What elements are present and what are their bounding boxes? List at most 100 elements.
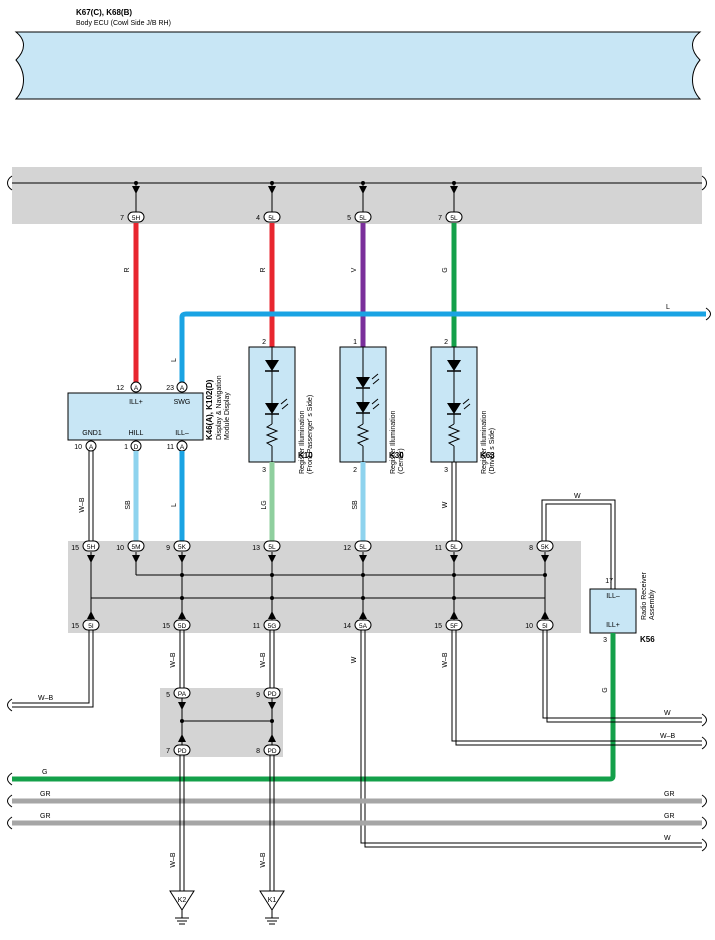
register-k63: 2 3 xyxy=(430,339,478,474)
svg-text:HILL: HILL xyxy=(129,430,144,437)
bus-terminal: 7 5L xyxy=(438,211,463,223)
junction-terminal: 10 5I xyxy=(525,619,554,631)
wire-wb-left xyxy=(12,630,94,708)
wire-color-label: SB xyxy=(352,500,359,510)
wire-color-label: W xyxy=(442,501,449,508)
svg-text:A: A xyxy=(180,444,185,451)
svg-text:5I: 5I xyxy=(542,623,548,630)
svg-text:2: 2 xyxy=(262,339,266,346)
junction-internal xyxy=(90,552,546,623)
svg-text:11: 11 xyxy=(253,623,260,630)
bus-terminal: 4 5L xyxy=(256,211,281,223)
svg-text:A: A xyxy=(134,385,139,392)
junction-terminal: 10 5M xyxy=(116,540,145,552)
register-id: K30 xyxy=(389,451,404,460)
wire-w-radio xyxy=(545,503,612,589)
display-pin: 12 A ILL+ xyxy=(116,381,143,406)
l-wire-label: L xyxy=(666,304,670,311)
small-junction-terminal: 5 PA xyxy=(166,687,191,699)
wire-w-right xyxy=(542,630,702,719)
svg-text:5M: 5M xyxy=(131,544,140,551)
svg-text:5K: 5K xyxy=(178,544,187,551)
junction-terminal: 15 5F xyxy=(434,619,463,631)
svg-text:15: 15 xyxy=(434,623,442,630)
svg-text:5L: 5L xyxy=(268,215,276,222)
junction-terminal: 13 5L xyxy=(252,540,281,552)
right-wire-label: W xyxy=(664,710,671,717)
svg-text:1: 1 xyxy=(353,339,357,346)
svg-text:5H: 5H xyxy=(132,215,141,222)
small-junction-terminal: 7 PD xyxy=(166,744,191,756)
svg-text:5K: 5K xyxy=(541,544,550,551)
junction-terminal: 15 5D xyxy=(162,619,191,631)
svg-text:5L: 5L xyxy=(450,215,458,222)
junction-terminal: 9 5K xyxy=(166,540,191,552)
radio-pin-label: ILL– xyxy=(606,593,620,600)
wire-color-label: L xyxy=(171,358,178,362)
svg-text:23: 23 xyxy=(166,385,174,392)
wire-color-label: L xyxy=(171,503,178,507)
junction-terminal: 8 5K xyxy=(529,540,554,552)
svg-text:9: 9 xyxy=(166,545,170,552)
wire-w-bottom xyxy=(360,630,702,844)
register-name: Register Illumination(Driver' s Side) xyxy=(481,410,496,474)
register-k10: 2 3 xyxy=(248,339,296,474)
svg-text:SWG: SWG xyxy=(174,399,191,406)
wire-wb-left xyxy=(12,630,90,704)
svg-text:12: 12 xyxy=(343,545,351,552)
svg-text:5L: 5L xyxy=(450,544,458,551)
wire-color-label: V xyxy=(351,267,358,272)
svg-text:5: 5 xyxy=(347,215,351,222)
wire-green-radio xyxy=(12,633,616,782)
bus-label-left: GR xyxy=(40,791,51,798)
radio-pin-label: ILL+ xyxy=(606,622,620,629)
radio-id: K56 xyxy=(640,635,655,644)
wire-color-label: W–B xyxy=(170,852,177,868)
junction-dots xyxy=(87,555,549,619)
display-pin: GND1 10 A xyxy=(74,430,102,452)
svg-text:7: 7 xyxy=(438,215,442,222)
bus-label-right: W xyxy=(664,835,671,842)
wire-blue-l xyxy=(179,311,706,382)
radio-pin: 3 xyxy=(603,637,607,644)
svg-text:2: 2 xyxy=(444,339,448,346)
right-wire-label: W–B xyxy=(660,733,676,740)
radio-name: Radio ReceiverAssembly xyxy=(641,571,656,620)
svg-text:11: 11 xyxy=(167,444,174,451)
svg-text:10: 10 xyxy=(74,444,82,451)
junction-terminal: 11 5G xyxy=(253,619,281,631)
svg-text:K2: K2 xyxy=(178,897,187,904)
svg-text:3: 3 xyxy=(444,467,448,474)
svg-text:5: 5 xyxy=(166,692,170,699)
wire-color-label: W xyxy=(574,493,581,500)
bus-terminal: 7 5H xyxy=(120,211,145,223)
bus-label-right: GR xyxy=(664,813,675,820)
svg-text:K1: K1 xyxy=(268,897,277,904)
wire-color-label: G xyxy=(602,687,609,692)
svg-text:ILL–: ILL– xyxy=(175,430,189,437)
wire-color-label: W–B xyxy=(79,497,86,513)
wire-color-label: W–B xyxy=(260,852,267,868)
register-name: Register Illumination(Front Passenger' s… xyxy=(299,395,314,474)
junction-terminal: 15 5I xyxy=(71,619,100,631)
display-id: K46(A), K102(D) xyxy=(205,379,214,440)
wire-color-label: R xyxy=(260,267,267,272)
svg-text:ILL+: ILL+ xyxy=(129,399,143,406)
bus-label-right: GR xyxy=(664,791,675,798)
svg-text:5H: 5H xyxy=(87,544,96,551)
svg-text:4: 4 xyxy=(256,215,260,222)
wire-color-label: W–B xyxy=(170,652,177,668)
svg-text:8: 8 xyxy=(256,748,260,755)
display-module xyxy=(67,392,204,441)
ground-symbol-k2: K2 xyxy=(169,890,195,925)
svg-text:14: 14 xyxy=(343,623,351,630)
radio-pin: 17 xyxy=(605,578,613,585)
wire-color-label: W–B xyxy=(260,652,267,668)
wire-w-bottom xyxy=(364,630,702,848)
display-pin: 23 A SWG xyxy=(166,381,191,406)
wire-color-label: LG xyxy=(261,500,268,509)
wire-color-label: W–B xyxy=(38,695,54,702)
small-junction-terminal: 9 PD xyxy=(256,687,281,699)
body-ecu-block xyxy=(14,31,702,100)
